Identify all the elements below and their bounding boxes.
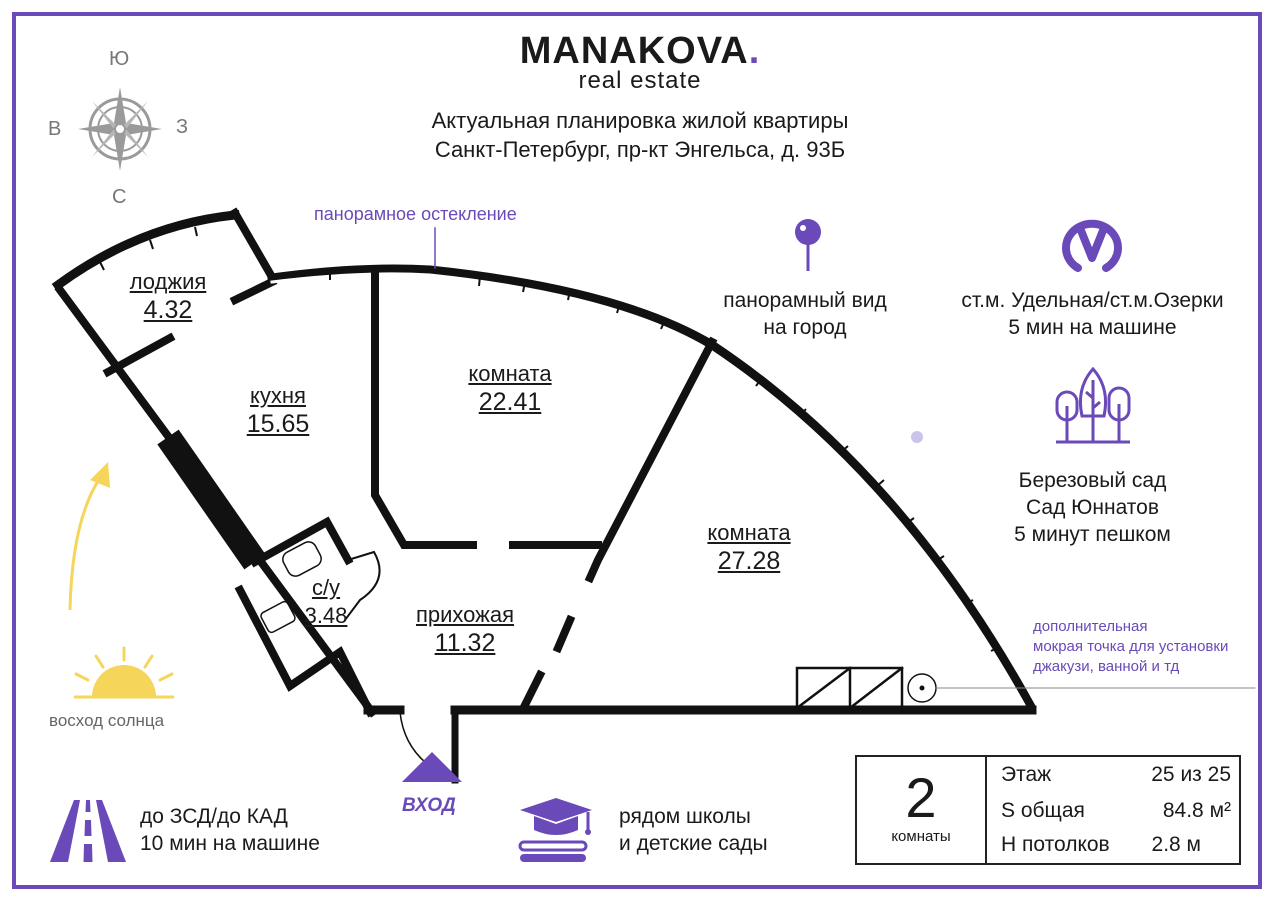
school-icon bbox=[518, 798, 592, 862]
room-loggia-area: 4.32 bbox=[143, 296, 193, 324]
room-bathroom-area: 3.48 bbox=[304, 603, 348, 628]
room-kitchen-area: 15.65 bbox=[246, 410, 310, 438]
room-hallway-area: 11.32 bbox=[434, 629, 496, 657]
floor-value: 25 из 25 bbox=[1151, 763, 1231, 786]
room-hallway: прихожая 11.32 bbox=[390, 601, 540, 657]
room-1: комната 22.41 bbox=[445, 360, 575, 416]
sunrise-label: восход солнца bbox=[49, 711, 165, 730]
room-kitchen: кухня 15.65 bbox=[213, 382, 343, 438]
room-bathroom: с/у 3.48 bbox=[291, 574, 361, 630]
compass-east-label: З bbox=[176, 116, 189, 138]
feature-road: до ЗСД/до КАД 10 мин на машине bbox=[140, 803, 320, 857]
feature-park: Березовый сад Сад Юннатов 5 минут пешком bbox=[985, 467, 1200, 548]
rooms-count: 2 bbox=[905, 766, 937, 829]
page-title: Актуальная планировка жилой квартиры Сан… bbox=[330, 106, 950, 164]
feature-city-view: панорамный вид на город bbox=[700, 287, 910, 341]
road-line-1: до ЗСД/до КАД bbox=[140, 805, 288, 828]
park-line-3: 5 минут пешком bbox=[1014, 523, 1171, 546]
park-line-1: Березовый сад bbox=[1018, 469, 1167, 492]
extra-note-line-3: джакузи, ванной и тд bbox=[1033, 658, 1180, 675]
room-loggia: лоджия 4.32 bbox=[108, 268, 228, 324]
title-line-2: Санкт-Петербург, пр-кт Энгельса, д. 93Б bbox=[434, 137, 846, 162]
park-line-2: Сад Юннатов bbox=[1025, 496, 1159, 519]
trees-icon bbox=[1055, 366, 1131, 444]
glazing-note: панорамное остекление bbox=[314, 204, 517, 224]
view-line-2: на город bbox=[763, 316, 847, 339]
area-value: 84.8 м² bbox=[1162, 799, 1231, 822]
room-2: комната 27.28 bbox=[684, 519, 814, 575]
ceiling-value: 2.8 м bbox=[1151, 833, 1201, 856]
metro-line-1: ст.м. Удельная/ст.м.Озерки bbox=[961, 289, 1224, 312]
entrance-label: ВХОД bbox=[402, 795, 456, 816]
compass-west-label: В bbox=[48, 118, 62, 140]
metro-icon bbox=[1062, 219, 1122, 272]
logo: MANAKOVA. real estate bbox=[440, 30, 840, 95]
room-hallway-label: прихожая bbox=[415, 602, 515, 627]
compass-rose-icon bbox=[78, 87, 162, 171]
room-2-label: комната bbox=[707, 520, 791, 545]
brand-name: MANAKOVA. bbox=[519, 30, 761, 72]
brand-subtitle: real estate bbox=[578, 67, 702, 94]
school-line-1: рядом школы bbox=[619, 805, 751, 828]
room-kitchen-label: кухня bbox=[250, 383, 306, 408]
room-2-area: 27.28 bbox=[717, 547, 781, 575]
extra-note-line-1: дополнительная bbox=[1033, 618, 1148, 635]
area-key: S общая bbox=[1001, 799, 1085, 822]
rooms-count-cell: 2 комнаты bbox=[857, 757, 987, 863]
room-loggia-label: лоджия bbox=[129, 269, 207, 294]
page-frame bbox=[12, 12, 1262, 889]
extra-wet-point-note: дополнительная мокрая точка для установк… bbox=[1033, 617, 1228, 677]
view-line-1: панорамный вид bbox=[723, 289, 887, 312]
apartment-info-box: 2 комнаты Этаж 25 из 25 S общая 84.8 м² … bbox=[855, 755, 1241, 865]
floor-key: Этаж bbox=[1001, 763, 1052, 786]
title-line-1: Актуальная планировка жилой квартиры bbox=[431, 108, 849, 133]
rooms-count-label: комнаты bbox=[891, 828, 951, 845]
road-icon bbox=[50, 800, 126, 862]
map-pin-icon bbox=[795, 219, 821, 271]
room-bathroom-label: с/у bbox=[311, 575, 341, 600]
compass-north-label: Ю bbox=[109, 48, 130, 70]
extra-note-line-2: мокрая точка для установки bbox=[1033, 638, 1229, 655]
room-1-area: 22.41 bbox=[478, 388, 542, 416]
room-1-label: комната bbox=[468, 361, 552, 386]
metro-line-2: 5 мин на машине bbox=[1008, 316, 1177, 339]
ceiling-key: Н потолков bbox=[1001, 833, 1110, 856]
compass-south-label: С bbox=[112, 186, 127, 208]
road-line-2: 10 мин на машине bbox=[140, 832, 320, 855]
feature-schools: рядом школы и детские сады bbox=[619, 803, 768, 857]
feature-metro: ст.м. Удельная/ст.м.Озерки 5 мин на маши… bbox=[935, 287, 1250, 341]
school-line-2: и детские сады bbox=[619, 832, 768, 855]
